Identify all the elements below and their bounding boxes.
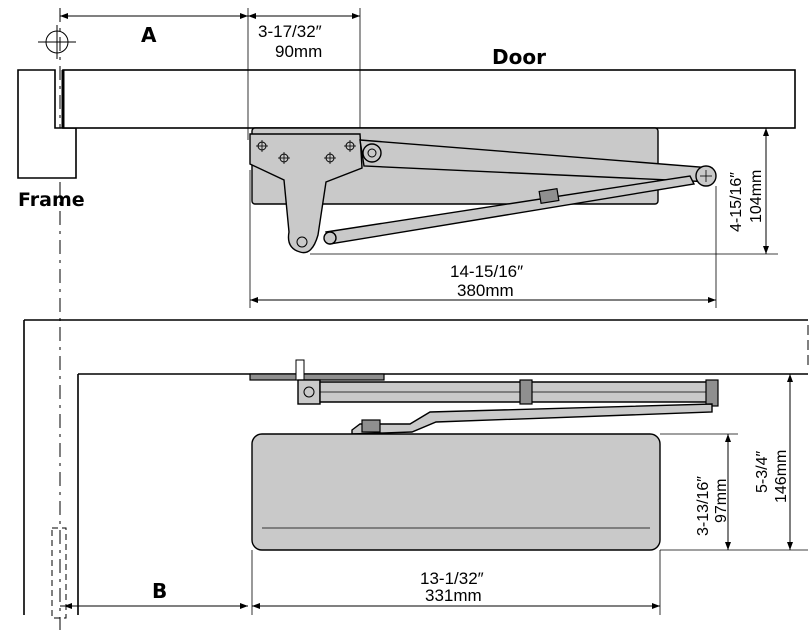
label-door: Door	[492, 45, 546, 69]
label-b: B	[152, 579, 167, 603]
top-screw-holes	[256, 140, 356, 248]
dim-total-height-mm: 146mm	[773, 450, 790, 503]
dim-top-height-mm: 104mm	[748, 170, 765, 223]
dim-90mm	[248, 8, 361, 130]
dim-top-length-mm: 380mm	[457, 281, 514, 300]
dim-331mm	[252, 550, 661, 615]
dim-a	[60, 8, 249, 140]
dim-b	[60, 550, 253, 615]
label-a: A	[141, 23, 157, 47]
bottom-closer-body	[251, 433, 661, 551]
dim-body-height-mm: 97mm	[713, 479, 730, 523]
frame-header-outline	[23, 319, 808, 615]
top-mounting-plate	[249, 133, 363, 254]
bottom-forearm	[351, 403, 713, 435]
dim-body-height-in: 3-13/16″	[695, 476, 712, 536]
dim-104mm	[310, 127, 778, 255]
bottom-arm-shoe	[249, 373, 385, 381]
dim-97mm	[660, 433, 808, 551]
dim-a-offset-mm: 90mm	[275, 42, 322, 61]
dim-146mm	[716, 373, 808, 550]
dim-top-length-in: 14-15/16″	[450, 262, 523, 281]
dim-a-offset-in: 3-17/32″	[258, 22, 322, 41]
dim-380mm	[249, 170, 717, 308]
bottom-view	[23, 319, 809, 619]
dim-total-height-in: 5-3/4″	[754, 451, 771, 493]
door-slab	[62, 69, 796, 129]
hinge-pin-dashed	[51, 527, 67, 619]
dim-body-length-mm: 331mm	[425, 586, 482, 605]
hinge-center-mark	[38, 25, 76, 59]
label-frame: Frame	[18, 189, 85, 211]
dim-top-height-in: 4-15/16″	[728, 172, 745, 232]
top-view	[17, 8, 796, 630]
dim-body-length-in: 13-1/32″	[420, 569, 484, 588]
